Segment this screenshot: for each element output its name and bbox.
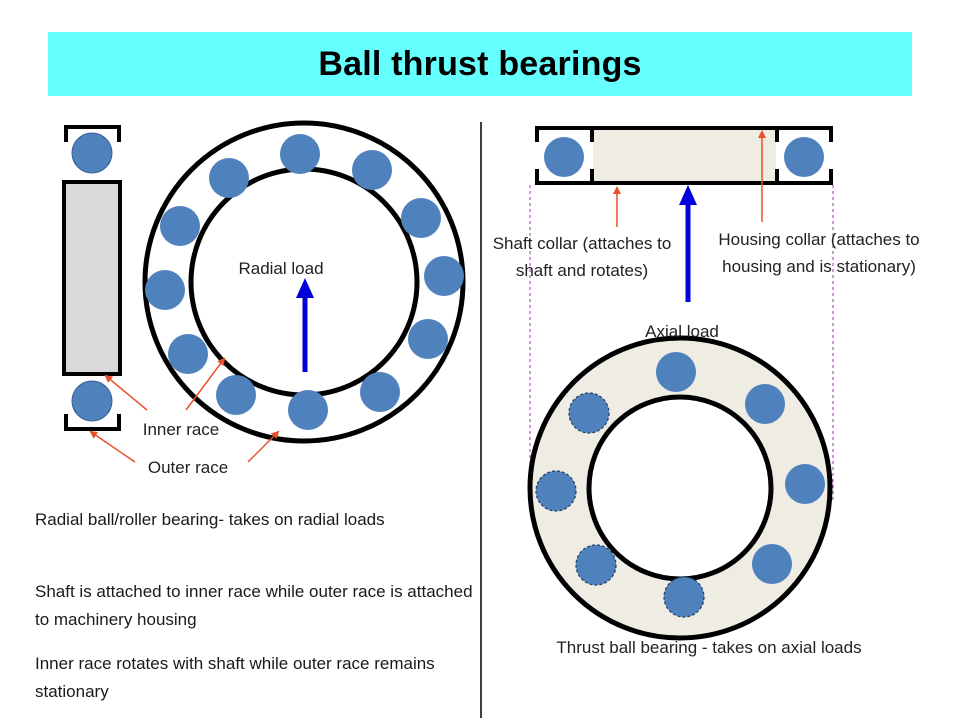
radial-ball bbox=[216, 375, 256, 415]
description-shaft: Shaft is attached to inner race while ou… bbox=[35, 582, 473, 629]
inner-race-label: Inner race bbox=[142, 420, 220, 439]
thrust-bearing-front-view bbox=[527, 335, 833, 641]
inner-race-pointer bbox=[185, 357, 226, 411]
ball-thrust-side-left bbox=[544, 137, 584, 177]
radial-ball bbox=[408, 319, 448, 359]
ball-thrust-side-right bbox=[784, 137, 824, 177]
ball-side-top bbox=[71, 132, 113, 174]
radial-load-label: Radial load bbox=[238, 259, 324, 278]
title-bar: Ball thrust bearings bbox=[48, 32, 912, 96]
radial-ball bbox=[145, 270, 185, 310]
radial-load-arrowhead bbox=[296, 278, 314, 298]
shaft-collar-section bbox=[593, 128, 776, 182]
radial-bearing-side-view bbox=[62, 125, 122, 431]
radial-ball bbox=[360, 372, 400, 412]
description-rotation: Inner race rotates with shaft while oute… bbox=[35, 654, 435, 701]
outer-race-label: Outer race bbox=[147, 458, 229, 477]
radial-ball bbox=[168, 334, 208, 374]
radial-ball bbox=[401, 198, 441, 238]
thrust-ball bbox=[785, 464, 825, 504]
inner-race-section bbox=[62, 180, 122, 376]
radial-ball bbox=[424, 256, 464, 296]
radial-ball bbox=[352, 150, 392, 190]
thrust-caption: Thrust ball bearing - takes on axial loa… bbox=[556, 638, 862, 657]
thrust-ball bbox=[575, 544, 617, 586]
outer-race-pointer bbox=[89, 430, 136, 463]
radial-ball bbox=[280, 134, 320, 174]
radial-ball bbox=[160, 206, 200, 246]
inner-race-pointer bbox=[104, 374, 148, 411]
thrust-inner-ring bbox=[586, 394, 774, 582]
thrust-ball bbox=[752, 544, 792, 584]
axial-load-label: Axial load bbox=[645, 322, 719, 341]
thrust-ball bbox=[663, 576, 705, 618]
ball-side-bottom bbox=[71, 380, 113, 422]
thrust-bearing-side-view bbox=[529, 126, 834, 500]
outer-race-pointer bbox=[247, 430, 280, 463]
shaft-collar-label: Shaft collar (attaches to shaft and rota… bbox=[492, 234, 672, 280]
axial-load-arrowhead bbox=[679, 185, 697, 205]
radial-bearing-front-view bbox=[142, 120, 466, 444]
slide-title: Ball thrust bearings bbox=[318, 44, 642, 83]
description-radial: Radial ball/roller bearing- takes on rad… bbox=[35, 510, 385, 529]
radial-ball bbox=[209, 158, 249, 198]
thrust-ball bbox=[568, 392, 610, 434]
housing-collar-label: Housing collar (attaches to housing and … bbox=[718, 230, 920, 276]
radial-ball bbox=[288, 390, 328, 430]
thrust-ball bbox=[656, 352, 696, 392]
thrust-ball bbox=[745, 384, 785, 424]
thrust-ball bbox=[535, 470, 577, 512]
